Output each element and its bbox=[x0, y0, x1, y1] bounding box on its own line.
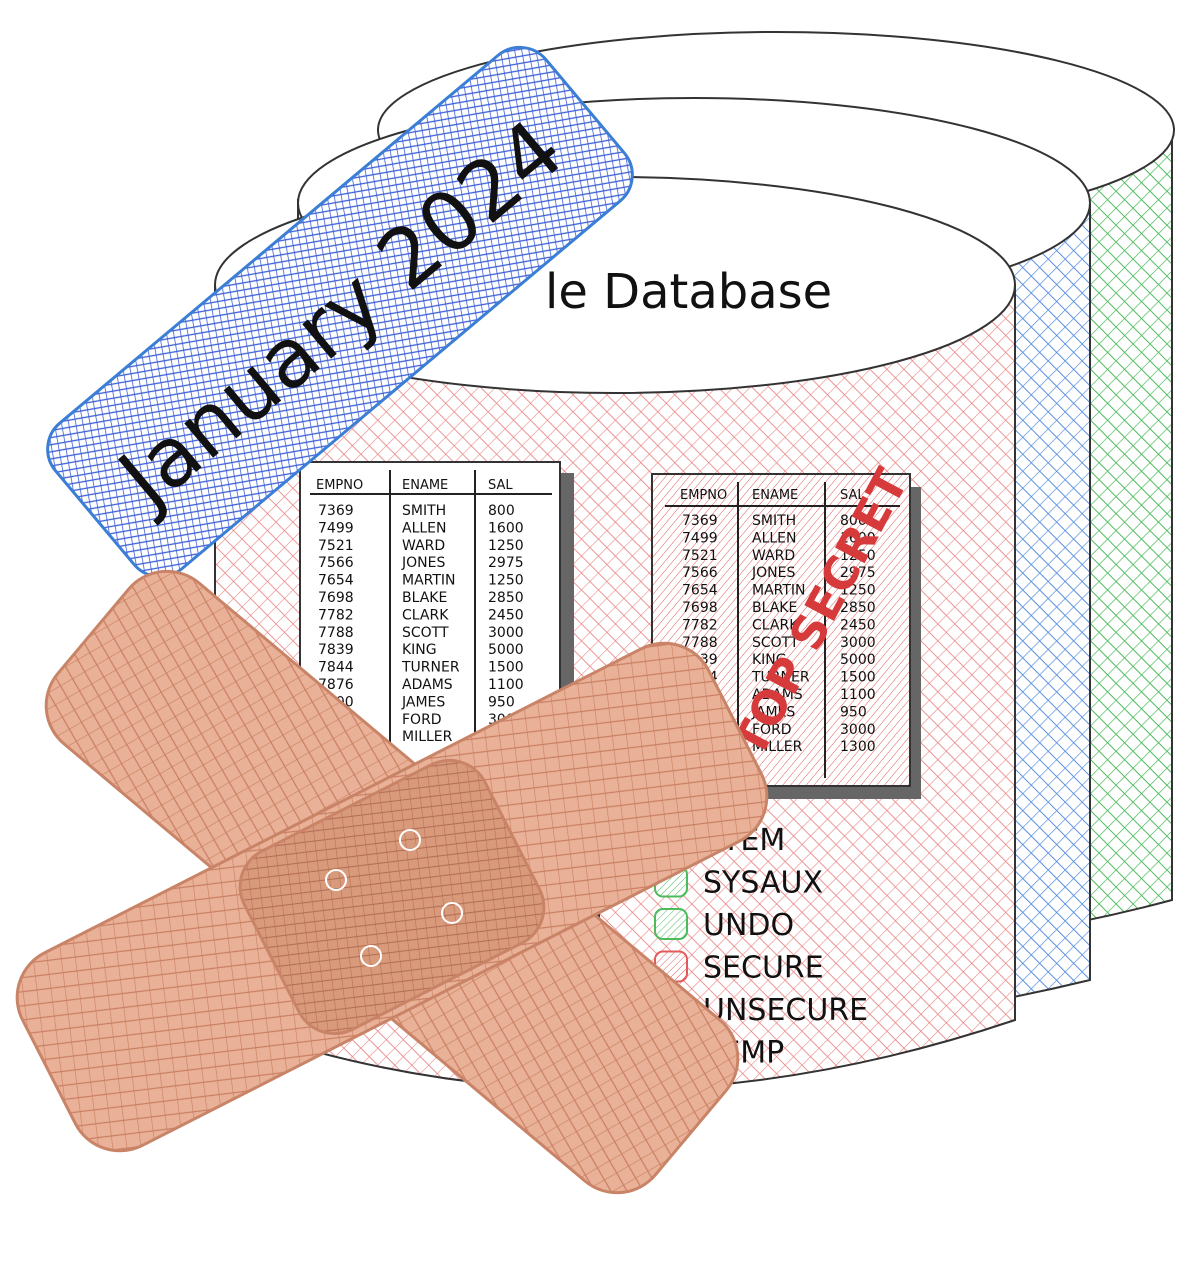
table-cell: 7844 bbox=[318, 660, 354, 676]
table-cell: 2975 bbox=[488, 555, 524, 571]
table-cell: 1250 bbox=[488, 538, 524, 554]
table-cell: 7788 bbox=[682, 635, 718, 651]
table-header-cell: ENAME bbox=[402, 478, 448, 493]
table-cell: BLAKE bbox=[402, 590, 447, 606]
legend-label: SECURE bbox=[703, 951, 824, 986]
table-cell: 7698 bbox=[682, 600, 718, 616]
table-cell: TURNER bbox=[751, 670, 810, 686]
hole-icon bbox=[325, 869, 347, 891]
table-cell: 7839 bbox=[318, 642, 354, 658]
table-header-cell: EMPNO bbox=[680, 488, 727, 503]
table-cell: SCOTT bbox=[752, 635, 799, 651]
table-cell: CLARK bbox=[402, 607, 449, 623]
table-cell: MILLER bbox=[402, 729, 453, 745]
table-cell: 800 bbox=[488, 503, 515, 519]
table-cell: JONES bbox=[751, 565, 795, 581]
table-cell: MARTIN bbox=[752, 583, 806, 599]
table-cell: 2850 bbox=[840, 600, 876, 616]
table-cell: ADAMS bbox=[752, 687, 803, 703]
table-cell: JAMES bbox=[401, 694, 445, 710]
table-cell: 1500 bbox=[488, 660, 524, 676]
hole-icon bbox=[360, 945, 382, 967]
legend-item-sysaux: SYSAUX bbox=[654, 865, 823, 901]
table-cell: 7654 bbox=[682, 583, 718, 599]
table-cell: 1100 bbox=[840, 687, 876, 703]
bandage-holes bbox=[325, 829, 463, 967]
bandage-strip-2 bbox=[15, 641, 769, 1153]
table-cell: WARD bbox=[752, 548, 795, 564]
table-header-cell: SAL bbox=[840, 488, 865, 503]
table-cell: 800 bbox=[840, 513, 867, 529]
table-header-cell: SAL bbox=[488, 478, 513, 493]
table-cell: 1600 bbox=[840, 530, 876, 546]
table-cell: 7521 bbox=[682, 548, 718, 564]
table-cell: SMITH bbox=[402, 503, 446, 519]
table-secure: EMPNO ENAME SAL 7369 SMITH 800 7499 ALLEN 1600 75… bbox=[651, 460, 921, 799]
table-cell: 7788 bbox=[318, 625, 354, 641]
table-header-cell: EMPNO bbox=[316, 478, 363, 493]
table-cell: BLAKE bbox=[752, 600, 797, 616]
table-cell: FORD bbox=[752, 722, 792, 738]
legend-item-undo: UNDO bbox=[654, 908, 794, 943]
table-cell: 7654 bbox=[318, 573, 354, 589]
legend-label: UNDO bbox=[703, 908, 794, 943]
table-cell: 7566 bbox=[682, 565, 718, 581]
table-cell: 3000 bbox=[840, 722, 876, 738]
table-cell: 1250 bbox=[840, 583, 876, 599]
table-cell: 3000 bbox=[488, 625, 524, 641]
table-cell: KING bbox=[752, 652, 787, 668]
table-cell: 5000 bbox=[840, 652, 876, 668]
table-cell: WARD bbox=[402, 538, 445, 554]
table-cell: 7566 bbox=[318, 555, 354, 571]
table-cell: 1600 bbox=[488, 520, 524, 536]
cylinder-icon bbox=[654, 908, 688, 940]
table-cell: 1250 bbox=[840, 548, 876, 564]
table-cell: 2975 bbox=[840, 565, 876, 581]
table-cell: KING bbox=[402, 642, 437, 658]
table-cell: ALLEN bbox=[752, 530, 797, 546]
table-cell: 7499 bbox=[318, 520, 354, 536]
table-cell: 1100 bbox=[488, 677, 524, 693]
table-cell: 7782 bbox=[318, 607, 354, 623]
table-cell: 7499 bbox=[682, 530, 718, 546]
database-title: le Database bbox=[545, 264, 832, 320]
table-cell: 950 bbox=[840, 704, 867, 720]
table-cell: CLARK bbox=[752, 617, 799, 633]
table-cell: 7698 bbox=[318, 590, 354, 606]
table-cell: MARTIN bbox=[402, 573, 456, 589]
table-cell: SCOTT bbox=[402, 625, 449, 641]
table-cell: ALLEN bbox=[402, 520, 447, 536]
table-cell: 5000 bbox=[488, 642, 524, 658]
hole-icon bbox=[399, 829, 421, 851]
table-cell: 950 bbox=[488, 694, 515, 710]
table-cell: 1250 bbox=[488, 573, 524, 589]
table-cell: 7521 bbox=[318, 538, 354, 554]
legend-label: SYSAUX bbox=[703, 866, 823, 901]
table-cell: SMITH bbox=[752, 513, 796, 529]
table-cell: 2850 bbox=[488, 590, 524, 606]
table-cell: MILLER bbox=[752, 739, 803, 755]
table-cell: 2450 bbox=[488, 607, 524, 623]
table-cell: 3000 bbox=[840, 635, 876, 651]
table-cell: 2450 bbox=[840, 617, 876, 633]
table-cell: FORD bbox=[402, 712, 442, 728]
hole-icon bbox=[441, 902, 463, 924]
table-cell: JAMES bbox=[751, 704, 795, 720]
table-cell: 7369 bbox=[318, 503, 354, 519]
legend-label: UNSECURE bbox=[703, 993, 868, 1028]
table-cell: JONES bbox=[401, 555, 445, 571]
legend-item-secure: SECURE bbox=[654, 950, 824, 986]
table-cell: 1300 bbox=[840, 739, 876, 755]
table-cell: 7369 bbox=[682, 513, 718, 529]
table-cell: ADAMS bbox=[402, 677, 453, 693]
table-cell: TURNER bbox=[401, 660, 460, 676]
table-header-cell: ENAME bbox=[752, 488, 798, 503]
table-cell: 7782 bbox=[682, 617, 718, 633]
table-cell: 1500 bbox=[840, 670, 876, 686]
